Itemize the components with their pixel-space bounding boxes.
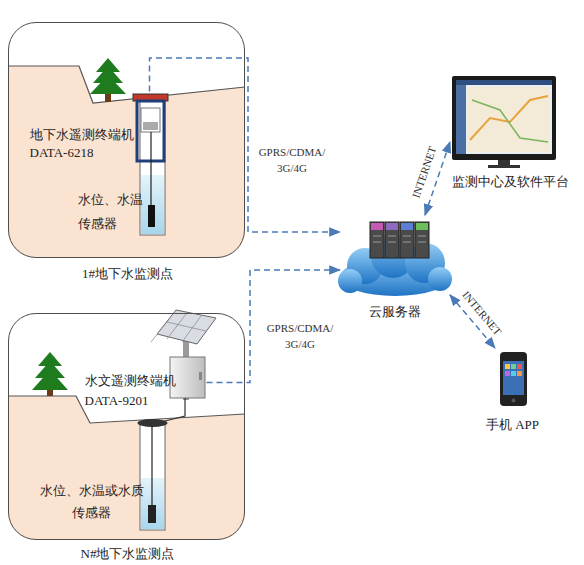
sensor-probe [148,505,156,523]
well-tube [140,423,165,530]
tree-crown [32,370,68,390]
cloud-part [338,269,362,293]
monitor-symbol [452,76,556,168]
sensor-probe [148,205,155,227]
sensor-cable [150,132,151,205]
platform-label: 监测中心及软件平台 [452,173,580,191]
edge-label: GPRS/CDMA/ 3G/4G [251,144,333,176]
server-top [386,223,398,230]
server-top [371,223,383,230]
dashed-connector [150,58,341,232]
ground-line [8,66,245,103]
server-top [401,223,413,230]
monitoring-site-panel: 1#地下水监测点地下水遥测终端机 DATA-6218水位、水温 传感器 [8,22,245,258]
edge-label: INTERNET [459,287,506,338]
site-scene [8,396,245,540]
tree-symbol [90,58,126,102]
cloud-server-symbol [338,222,452,296]
ground [8,66,245,258]
device-label: 水文遥测终端机 DATA-9201 [85,371,181,411]
server-top [416,223,428,230]
sensor-label: 水位、水温 传感器 [78,188,146,236]
server-slits [373,236,426,242]
monitor-center-node: 监测中心及软件平台 [450,72,582,192]
phone-body [500,352,527,406]
screen-map [468,87,550,152]
server-unit [415,222,429,258]
sensor-label: 水位、水温或水质 传感器 [38,480,146,524]
server-unit [385,222,399,258]
home-button [512,399,516,403]
monitor-neck [498,160,510,165]
sensor-node: 水位、水温或水质 传感器 [36,478,151,524]
cloud-server-node: 云服务器 [340,215,450,323]
phone-screen [503,361,524,395]
monitor-bezel [452,76,556,160]
ground [8,396,245,540]
well-water [141,175,164,234]
tree-symbol [32,352,68,396]
monitor-base [488,165,520,168]
device-label: 地下水遥测终端机 DATA-6218 [30,126,140,162]
phone-symbol [500,352,527,406]
monitor-screen [456,80,552,154]
server-label: 云服务器 [340,303,450,321]
map-road [472,100,548,142]
app-icon [511,371,516,376]
solar-grid [151,314,206,342]
well-tube [140,100,165,235]
app-icon [517,371,522,376]
terminal-part [143,122,158,130]
app-icon [517,364,522,369]
tree-trunk [105,94,111,102]
server-unit [370,222,384,258]
site-caption: N#地下水监测点 [9,545,246,563]
screen-sidebar [456,80,466,154]
map-road [470,96,548,140]
screen-bar [456,80,552,85]
box-latch [199,372,202,380]
edge-label: GPRS/CDMA/ 3G/4G [259,320,341,352]
well-cap [138,419,168,427]
terminal-device [133,94,168,227]
tree-trunk [47,390,53,396]
phone-app-node: 手机 APP [485,348,540,434]
cloud-part [428,267,452,291]
server-unit [400,222,414,258]
app-icon [511,364,516,369]
app-label: 手机 APP [480,416,545,434]
tree-crown [90,75,126,94]
edge-label: INTERNET [408,144,441,200]
terminal-station [138,310,217,523]
app-icon [505,364,510,369]
app-icon [505,371,510,376]
site-caption: 1#地下水监测点 [9,265,246,283]
terminal-body [141,108,160,132]
dashed-connector [207,270,341,383]
sensor-cable [151,426,152,505]
monitoring-site-panel: N#地下水监测点水文遥测终端机 DATA-9201水位、水温或水质 传感器 [8,313,245,540]
cable [161,398,185,422]
terminal-node: 水文遥测终端机 DATA-9201 [85,355,207,405]
sensor-node: 水位、水温 传感器 [75,186,167,234]
edge-group [150,58,496,383]
solar-panel [157,310,216,344]
site-scene [8,66,245,258]
terminal-node: 地下水遥测终端机 DATA-6218 [28,92,170,162]
